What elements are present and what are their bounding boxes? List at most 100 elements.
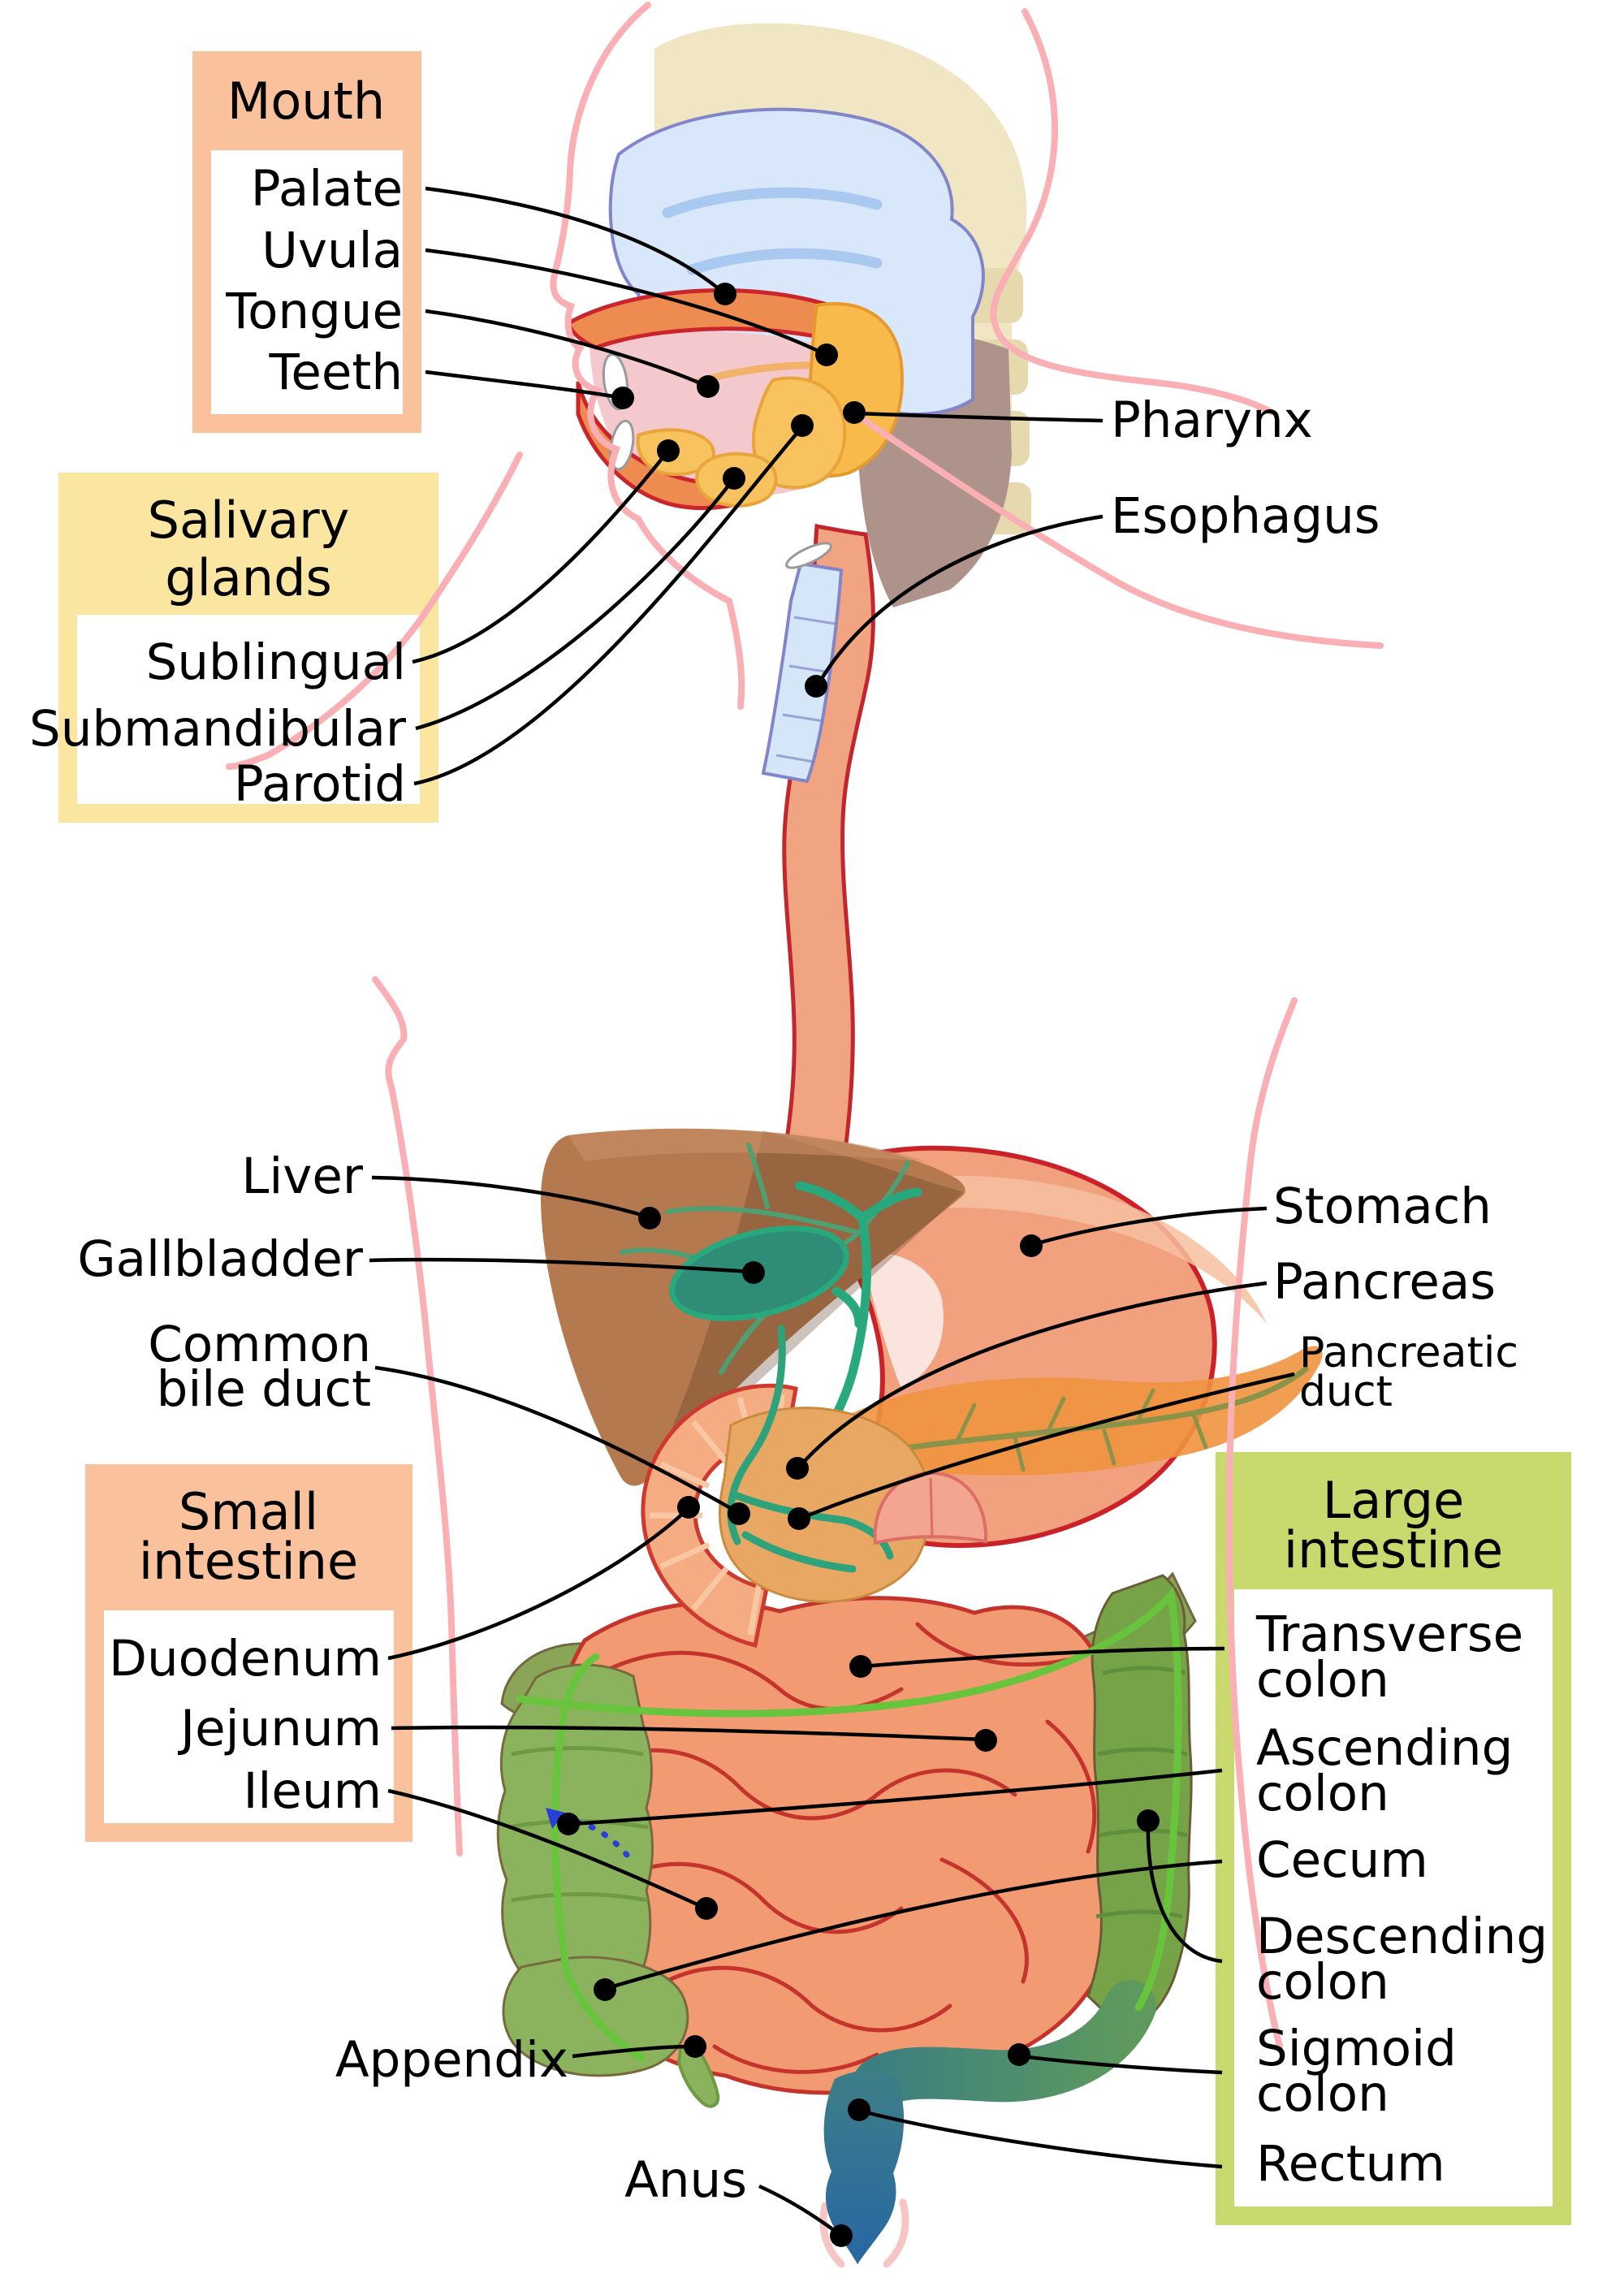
leader-uvula [425,248,827,357]
leader-teeth [425,370,624,400]
dot-tongue [697,375,719,398]
leader-stomach [1034,1206,1268,1247]
leader-duodenum [387,1509,688,1661]
label-palate: Palate [251,160,403,218]
label-sublingual: Sublingual [146,633,406,691]
label-sigmoid-colon-line1: Sigmoid [1256,2020,1457,2077]
stomach-cardia-highlight [861,1251,944,1389]
dot-pancreatic-duct [788,1507,810,1530]
small-intestine-box-title-line2: intestine [139,1532,358,1591]
flow-arrow-head [546,1808,565,1829]
neck-chest-left-outline [226,452,523,770]
dot-common-bile-duct [728,1502,750,1525]
label-pancreatic-duct-line1: Pancreatic [1299,1329,1518,1377]
dot-esophagus [805,675,827,698]
common-bile-duct-line [742,1181,922,1522]
dot-liver [638,1207,661,1230]
label-descending-colon-line1: Descending [1256,1908,1548,1965]
dot-pancreas [786,1457,809,1480]
small-intestine-coil-lines [582,1622,1097,2074]
label-stomach: Stomach [1273,1178,1492,1235]
label-ascending-colon-line2: colon [1256,1765,1389,1822]
label-jejunum: Jejunum [177,1700,382,1757]
label-gallbladder: Gallbladder [77,1230,364,1288]
dot-transverse-colon [849,1655,872,1678]
label-pancreas: Pancreas [1273,1253,1496,1311]
back-of-head-outline [990,8,1274,415]
label-transverse-colon-line1: Transverse [1255,1606,1523,1663]
dot-teeth [611,387,634,409]
abdomen-illustration [496,1128,1323,2268]
label-anus: Anus [624,2151,747,2209]
label-duodenum: Duodenum [109,1630,382,1688]
dot-cecum [594,1978,616,2001]
label-common-bile-duct-line1: Common [148,1316,371,1373]
dot-sublingual [657,439,680,462]
leader-sigmoid-colon [1021,2054,1223,2075]
leader-jejunum [391,1725,985,1742]
epiglottis-shape [785,542,832,569]
leader-rectum [862,2109,1223,2169]
face-profile-outline [550,2,732,604]
dot-uvula [815,344,838,366]
torso-left-outline [372,976,463,1856]
label-liver: Liver [241,1148,364,1205]
leader-common-bile-duct [374,1365,736,1512]
anus-flares [819,2198,909,2268]
label-pharynx: Pharynx [1111,391,1313,449]
dot-palate [714,283,736,305]
leader-pharynx [857,411,1104,423]
large-intestine-box-title-line2: intestine [1284,1520,1503,1580]
dot-sigmoid-colon [1008,2043,1030,2066]
label-ascending-colon-line1: Ascending [1256,1719,1513,1777]
sigmoid-colon-shape [853,1980,1156,2110]
pancreas-head-shape [719,1407,932,1603]
dot-jejunum [974,1729,997,1752]
pancreatic-duct-line [866,1366,1309,1457]
dot-submandibular [723,467,745,490]
mouth-box-inner [211,150,403,414]
torso-right-outline [1225,997,1298,2050]
leader-pancreas [802,1281,1268,1463]
dot-appendix [684,2035,706,2058]
large-intestine-box-title-line1: Large [1323,1471,1464,1530]
label-common-bile-duct-line2: bile duct [157,1360,371,1418]
dot-ileum [695,1897,718,1920]
leader-anus [758,2184,840,2235]
neck-tubes [761,524,875,1182]
dot-rectum [848,2098,870,2121]
pancreas-shape [844,1346,1323,1486]
mouth-box-title: Mouth [227,71,385,131]
jaw-neck-left-outline [726,598,745,710]
leader-pancreatic-duct [803,1372,1295,1519]
labels: Mouth Palate Uvula Tongue Teeth Salivary… [29,71,1548,2209]
leader-palate [425,186,727,296]
salivary-box-title-line1: Salivary [148,491,350,550]
label-esophagus: Esophagus [1111,487,1380,545]
pancreatic-duct-branches [956,1388,1208,1472]
dot-parotid [791,414,814,437]
label-pancreatic-duct-line2: duct [1299,1368,1393,1416]
large-intestine-box-inner [1234,1589,1553,2206]
label-cecum: Cecum [1256,1831,1428,1889]
label-parotid: Parotid [234,755,406,813]
dot-descending-colon [1137,1809,1160,1832]
trachea-rings [775,616,836,763]
leader-gallbladder [369,1257,752,1274]
leader-submandibular [415,477,736,731]
leader-lines [369,186,1295,2247]
leader-transverse-colon [862,1646,1225,1669]
label-descending-colon-line2: colon [1256,1953,1389,2011]
label-rectum: Rectum [1256,2135,1445,2193]
leader-ascending-colon [572,1768,1223,1826]
body-outlines [226,2,1384,2050]
leader-sublingual [412,449,670,664]
leader-appendix [572,2044,693,2059]
rectum-shape [823,2070,905,2264]
label-uvula: Uvula [261,222,403,279]
leader-ileum [387,1788,703,1909]
label-ileum: Ileum [243,1762,382,1820]
label-teeth: Teeth [268,344,403,401]
